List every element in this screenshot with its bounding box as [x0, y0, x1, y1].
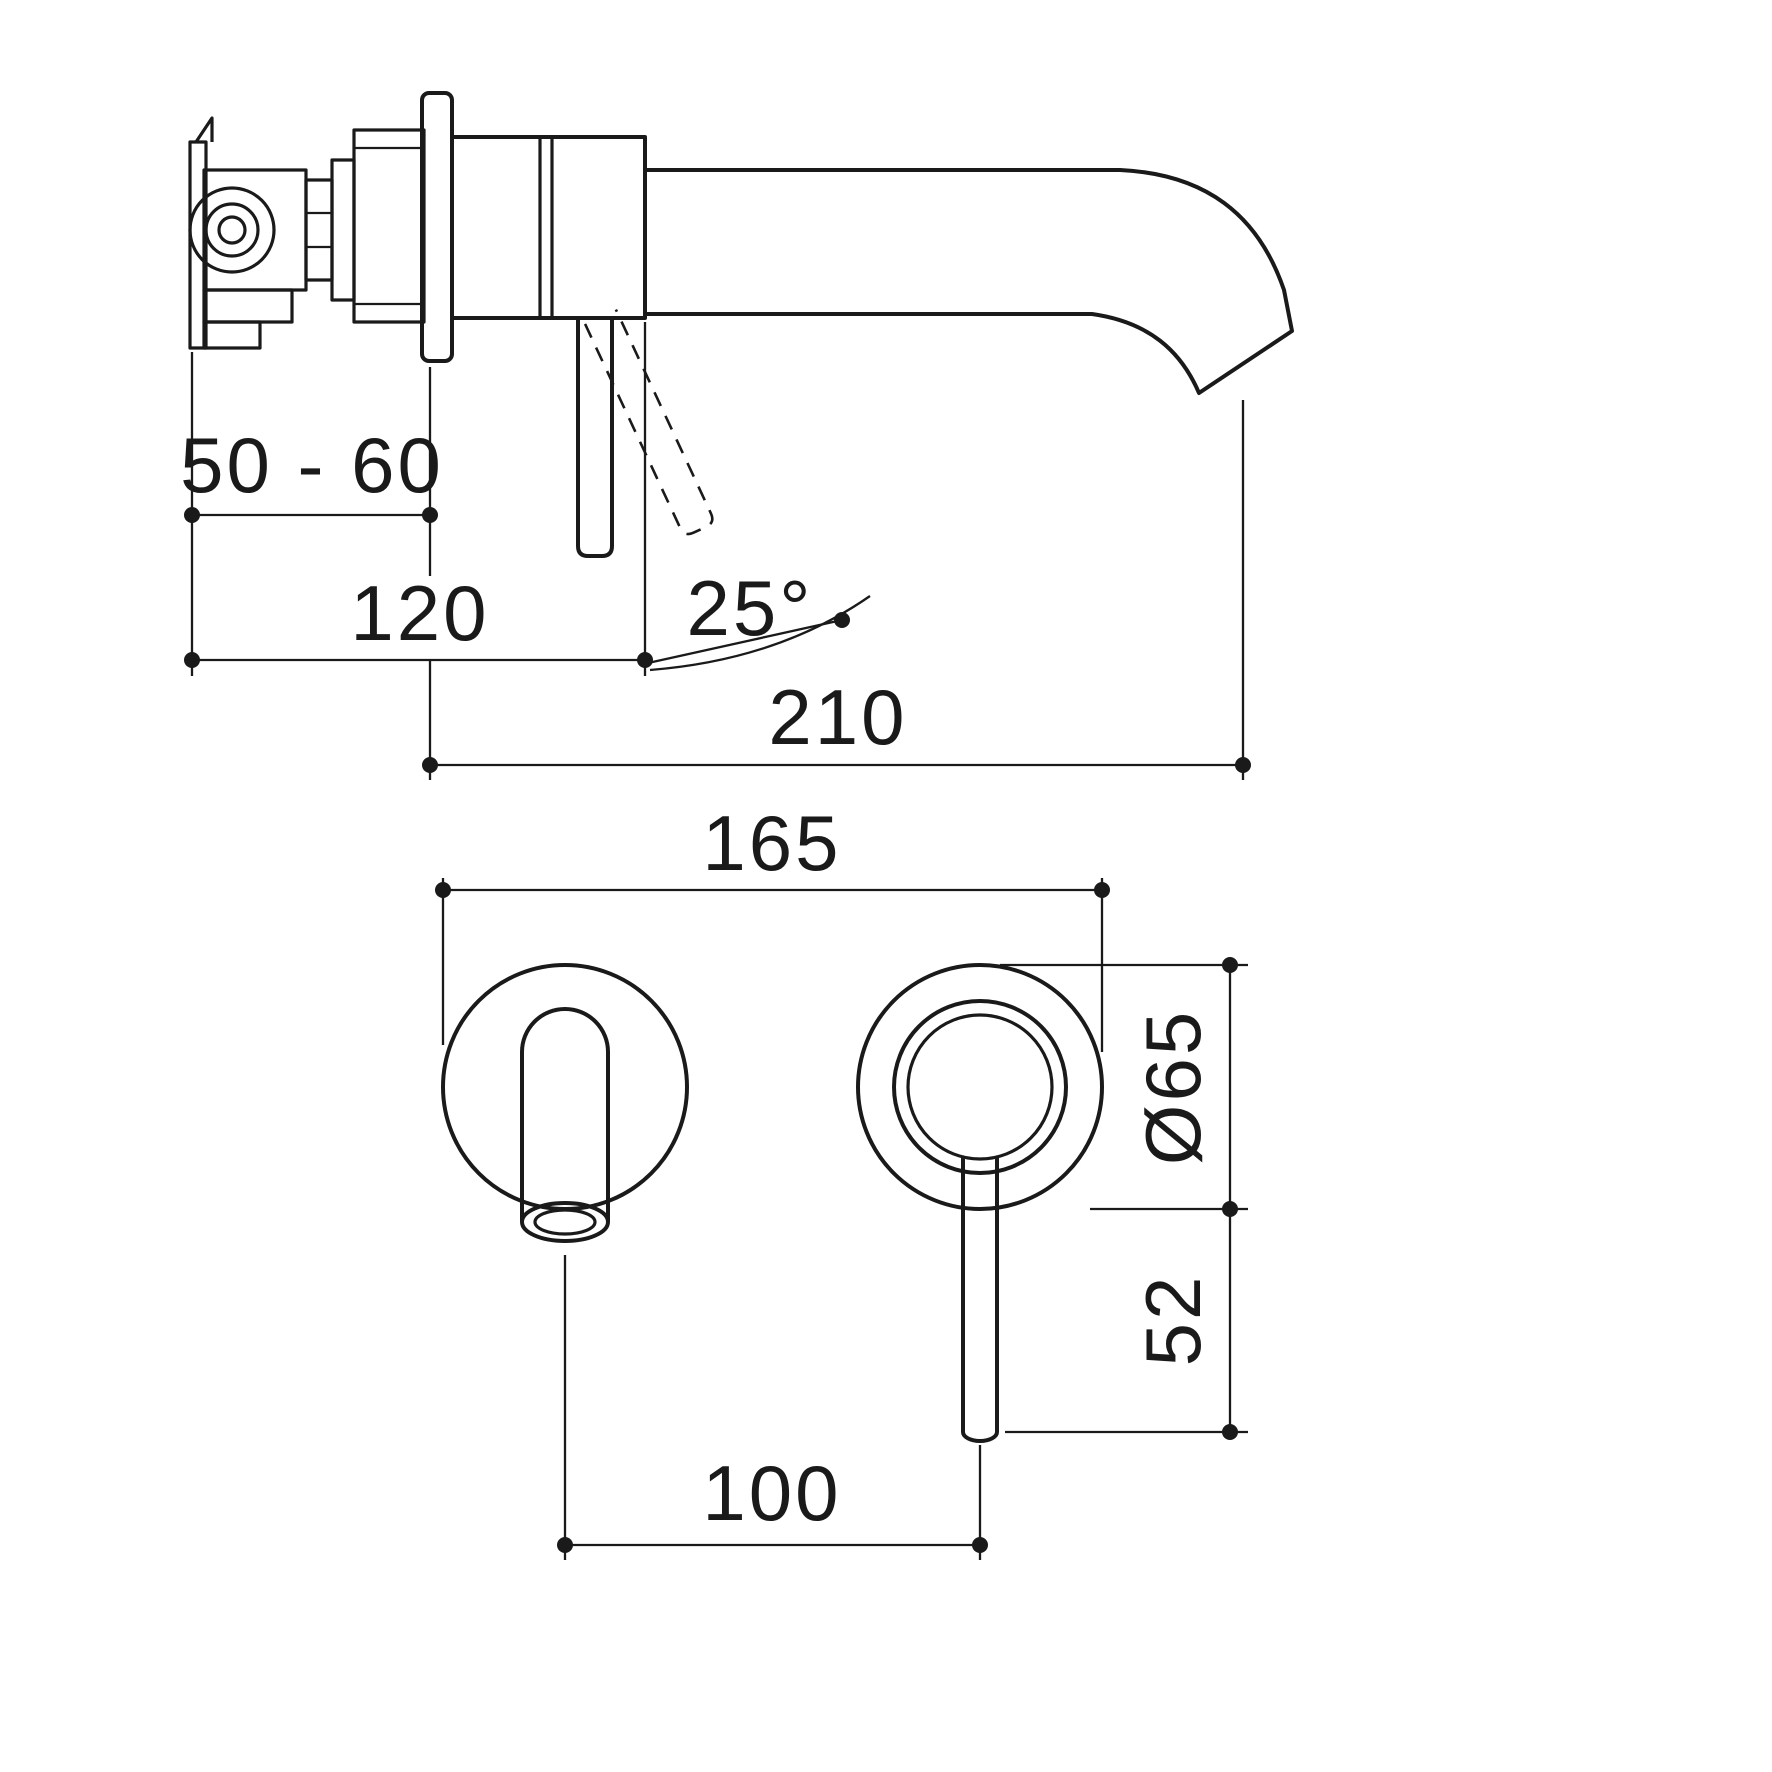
dimension-annotations: 50 - 60 120 25° 210 [180, 322, 1251, 1560]
dim-overall-width: 165 [435, 799, 1110, 1052]
dimension-dot [557, 1537, 573, 1553]
dim-plate-diameter: Ø65 [1000, 957, 1248, 1217]
dim-label-centre-distance: 100 [702, 1449, 841, 1537]
side-view [188, 91, 1294, 558]
dimension-dot [637, 652, 653, 668]
dim-lever-drop: 52 [1005, 1209, 1248, 1440]
spout-backplate-circle [441, 963, 689, 1211]
dimension-dot [184, 652, 200, 668]
body-joint-lines [538, 137, 554, 318]
dim-label-wall-depth: 50 - 60 [180, 421, 444, 509]
spout-front-tube [520, 1007, 610, 1222]
lever-swung-dashed [583, 309, 714, 536]
handle-ring-outer [892, 999, 1068, 1175]
dim-label-spout-reach: 210 [768, 673, 907, 761]
spout-outlet-inner [533, 1208, 597, 1236]
wall-pipe [352, 128, 426, 324]
dim-label-spout-angle: 25° [687, 564, 814, 652]
dim-centre-distance: 100 [557, 1255, 988, 1560]
dim-label-plate-diameter: Ø65 [1129, 1009, 1217, 1165]
dim-spout-reach: 210 [422, 400, 1251, 780]
swing-arc [649, 595, 871, 672]
dimension-dot [1235, 757, 1251, 773]
dimension-dot [1222, 957, 1238, 973]
spout-outlet-ellipse [520, 1201, 610, 1243]
dimension-dot [1222, 1424, 1238, 1440]
dimension-dot [422, 507, 438, 523]
handle-ring-inner [906, 1013, 1054, 1161]
lever-side [576, 318, 614, 558]
angle-leader-line [647, 618, 843, 665]
dimension-dot [184, 507, 200, 523]
handle-backplate-circle [856, 963, 1104, 1211]
inlet-port-rings [188, 186, 276, 274]
dim-label-overall-width: 165 [702, 799, 841, 887]
valve-foot [202, 288, 294, 350]
dimension-dot [1094, 882, 1110, 898]
dimension-dot [435, 882, 451, 898]
dimension-dot [972, 1537, 988, 1553]
dim-spout-angle: 25° [647, 564, 871, 672]
lever-front [961, 1157, 999, 1443]
front-view [441, 963, 1104, 1443]
mounting-steps [304, 158, 356, 302]
mixer-body [450, 135, 647, 320]
dim-label-lever-projection: 120 [350, 569, 489, 657]
spout-side [645, 168, 1294, 395]
angle-endpoint-dot [834, 612, 850, 628]
dimension-dot [422, 757, 438, 773]
wall-mount-plate [188, 140, 208, 350]
wall-mount-clip [194, 116, 214, 143]
wall-flange [420, 91, 454, 363]
dim-lever-projection: 120 [184, 322, 653, 676]
dim-wall-depth: 50 - 60 [180, 352, 444, 676]
dim-label-lever-drop: 52 [1129, 1274, 1217, 1367]
